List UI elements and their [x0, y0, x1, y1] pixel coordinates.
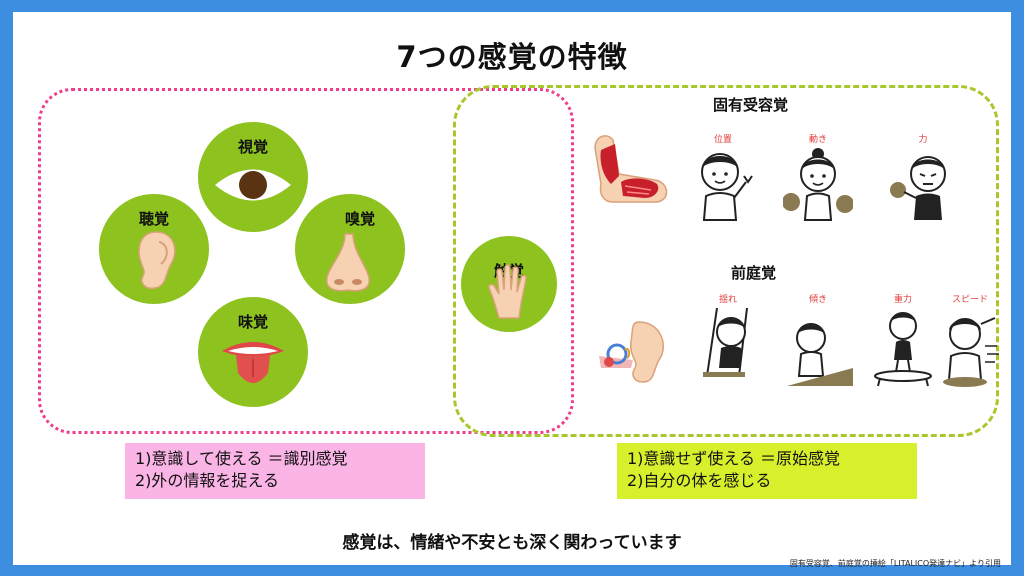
figure-position-caption: 位置 — [713, 135, 732, 145]
figure-sway-caption: 揺れ — [718, 295, 737, 305]
child-slope-icon — [787, 323, 853, 386]
figure-position: 位置 — [678, 132, 768, 222]
child-speed-icon — [943, 317, 999, 387]
child-cheer-icon — [783, 148, 853, 221]
figure-tilt: 傾き — [773, 292, 863, 392]
sense-hearing: 聴覚 — [99, 194, 209, 304]
sense-taste: 味覚 — [198, 297, 308, 407]
eye-icon — [215, 169, 291, 201]
sense-taste-label: 味覚 — [237, 313, 268, 331]
unconscious-senses-group — [453, 85, 999, 437]
child-position-icon — [701, 153, 753, 221]
figure-tilt-caption: 傾き — [808, 295, 827, 305]
figure-speed-caption: スピード — [951, 295, 988, 305]
proprioception-title: 固有受容覚 — [713, 96, 789, 114]
nose-icon — [326, 233, 370, 292]
ear-icon — [138, 231, 176, 290]
tongue-icon — [222, 342, 284, 383]
unconscious-note-line-1: 1)意識せず使える ＝原始感覚 — [627, 449, 841, 468]
muscle-arm-icon — [594, 135, 668, 203]
child-trampoline-icon — [874, 312, 932, 387]
figure-sway: 揺れ — [683, 292, 773, 392]
vestibular-title: 前庭覚 — [731, 264, 777, 282]
sense-hearing-label: 聴覚 — [138, 210, 169, 228]
child-swing-icon — [703, 307, 748, 377]
conscious-senses-note: 1)意識して使える ＝識別感覚 2)外の情報を捉える — [125, 443, 425, 499]
figure-force-caption: 力 — [918, 135, 928, 145]
conscious-note-line-2: 2)外の情報を捉える — [135, 471, 279, 490]
unconscious-senses-note: 1)意識せず使える ＝原始感覚 2)自分の体を感じる — [617, 443, 917, 499]
inner-ear-icon — [599, 321, 664, 383]
figure-gravity-caption: 重力 — [893, 295, 912, 305]
bottom-message: 感覚は、情緒や不安とも深く関わっています — [342, 533, 682, 553]
figure-gravity: 重力 — [858, 292, 948, 392]
figure-speed: スピード — [925, 292, 1015, 392]
figure-movement: 動き — [773, 132, 863, 222]
hand-icon — [488, 264, 527, 319]
child-push-icon — [890, 156, 946, 220]
figure-force: 力 — [878, 132, 968, 222]
sense-sight-label: 視覚 — [237, 138, 268, 156]
sense-sight: 視覚 — [198, 122, 308, 232]
sense-smell-label: 嗅覚 — [344, 210, 375, 228]
sense-touch: 触覚 — [461, 236, 557, 332]
figure-movement-caption: 動き — [808, 135, 827, 145]
unconscious-note-line-2: 2)自分の体を感じる — [627, 471, 772, 490]
image-credit: 固有受容覚、前庭覚の挿絵「LITALICO発達ナビ」より引用 — [789, 559, 1001, 568]
conscious-senses-group — [38, 88, 574, 434]
slide: 7つの感覚の特徴 視覚 聴覚 嗅覚 味覚 — [13, 12, 1011, 568]
conscious-note-line-1: 1)意識して使える ＝識別感覚 — [135, 449, 348, 468]
slide-title: 7つの感覚の特徴 — [396, 40, 628, 74]
sense-smell: 嗅覚 — [295, 194, 405, 304]
